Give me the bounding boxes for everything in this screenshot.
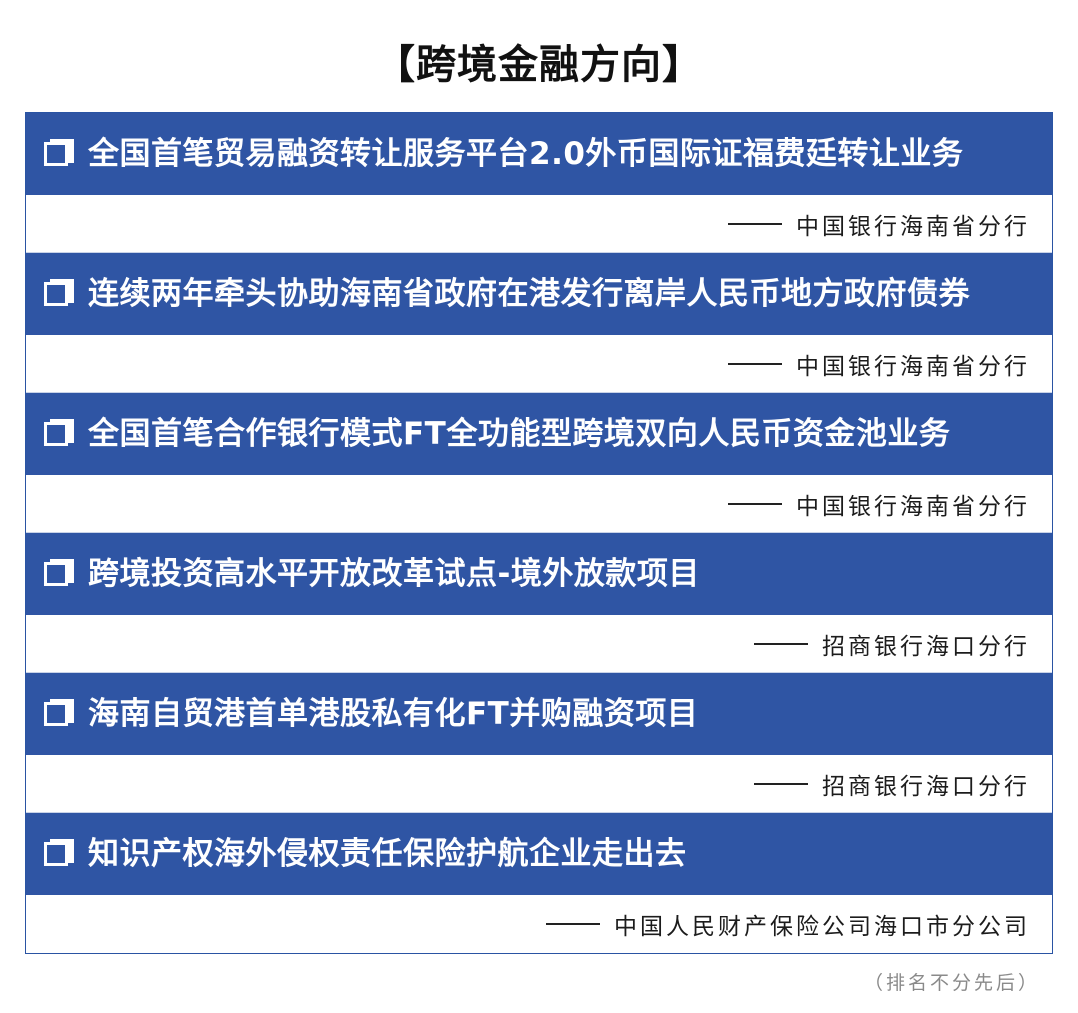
list-item: 跨境投资高水平开放改革试点-境外放款项目 招商银行海口分行 <box>26 533 1052 673</box>
em-dash-icon <box>728 222 782 225</box>
item-source-row: 中国银行海南省分行 <box>26 195 1052 253</box>
item-source: 中国人民财产保险公司海口市分公司 <box>614 914 1030 940</box>
footnote: （排名不分先后） <box>863 972 1040 994</box>
item-title: 跨境投资高水平开放改革试点-境外放款项目 <box>88 556 700 592</box>
item-header: 海南自贸港首单港股私有化FT并购融资项目 <box>26 673 1052 755</box>
item-source-row: 招商银行海口分行 <box>26 755 1052 813</box>
em-dash-icon <box>754 782 808 785</box>
checkbox-square-icon <box>44 139 74 169</box>
checkbox-square-icon <box>44 559 74 589</box>
list-item: 连续两年牵头协助海南省政府在港发行离岸人民币地方政府债券 中国银行海南省分行 <box>26 253 1052 393</box>
page-title: 【跨境金融方向】 <box>375 42 703 88</box>
em-dash-icon <box>754 642 808 645</box>
item-header: 全国首笔贸易融资转让服务平台2.0外币国际证福费廷转让业务 <box>26 113 1052 195</box>
item-source-row: 招商银行海口分行 <box>26 615 1052 673</box>
item-title: 全国首笔合作银行模式FT全功能型跨境双向人民币资金池业务 <box>88 416 951 452</box>
item-source: 中国银行海南省分行 <box>796 353 1030 380</box>
list-item: 全国首笔贸易融资转让服务平台2.0外币国际证福费廷转让业务 中国银行海南省分行 <box>26 113 1052 253</box>
list-item: 海南自贸港首单港股私有化FT并购融资项目 招商银行海口分行 <box>26 673 1052 813</box>
item-title: 全国首笔贸易融资转让服务平台2.0外币国际证福费廷转让业务 <box>88 136 964 172</box>
item-header: 全国首笔合作银行模式FT全功能型跨境双向人民币资金池业务 <box>26 393 1052 475</box>
list-item: 知识产权海外侵权责任保险护航企业走出去 中国人民财产保险公司海口市分公司 <box>26 813 1052 955</box>
item-header: 连续两年牵头协助海南省政府在港发行离岸人民币地方政府债券 <box>26 253 1052 335</box>
item-title: 知识产权海外侵权责任保险护航企业走出去 <box>88 836 687 872</box>
item-source-row: 中国银行海南省分行 <box>26 335 1052 393</box>
item-title: 连续两年牵头协助海南省政府在港发行离岸人民币地方政府债券 <box>88 276 970 312</box>
item-source-row: 中国银行海南省分行 <box>26 475 1052 533</box>
em-dash-icon <box>728 362 782 365</box>
item-source-row: 中国人民财产保险公司海口市分公司 <box>26 895 1052 953</box>
award-list: 全国首笔贸易融资转让服务平台2.0外币国际证福费廷转让业务 中国银行海南省分行 … <box>25 112 1053 954</box>
checkbox-square-icon <box>44 839 74 869</box>
em-dash-icon <box>728 502 782 505</box>
item-source: 招商银行海口分行 <box>822 633 1030 660</box>
list-item: 全国首笔合作银行模式FT全功能型跨境双向人民币资金池业务 中国银行海南省分行 <box>26 393 1052 533</box>
item-source: 中国银行海南省分行 <box>796 213 1030 240</box>
em-dash-icon <box>546 923 600 925</box>
checkbox-square-icon <box>44 279 74 309</box>
item-header: 知识产权海外侵权责任保险护航企业走出去 <box>26 813 1052 895</box>
item-header: 跨境投资高水平开放改革试点-境外放款项目 <box>26 533 1052 615</box>
item-source: 中国银行海南省分行 <box>796 493 1030 520</box>
checkbox-square-icon <box>44 699 74 729</box>
checkbox-square-icon <box>44 419 74 449</box>
item-source: 招商银行海口分行 <box>822 773 1030 800</box>
item-title: 海南自贸港首单港股私有化FT并购融资项目 <box>88 696 699 732</box>
